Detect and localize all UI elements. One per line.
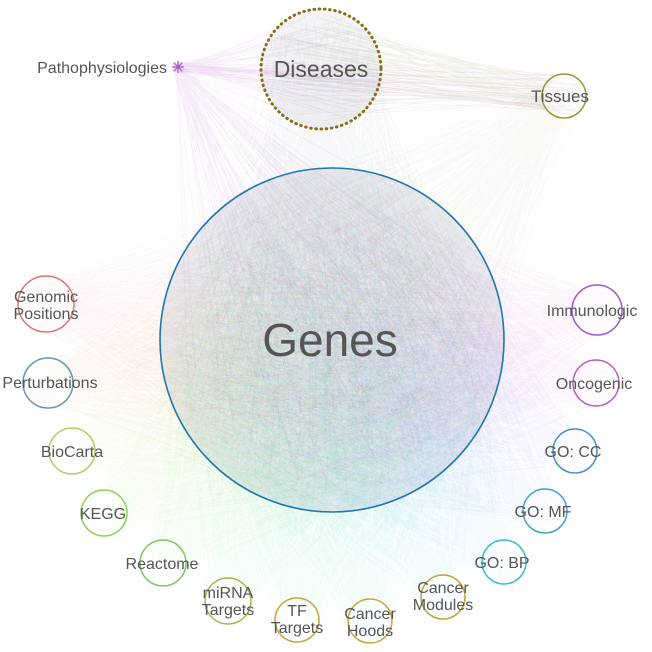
label-go_mf: GO: MF <box>515 504 572 521</box>
edge-bundle-pathophysiologies-diseases <box>173 16 378 120</box>
hub-fill-genes <box>160 168 504 512</box>
node-biocarta[interactable] <box>48 427 96 475</box>
node-immunologic[interactable] <box>571 284 623 336</box>
edge-bundle-immunologic-genes <box>171 185 621 506</box>
node-go_mf[interactable] <box>522 488 568 534</box>
biocarta-circle <box>48 427 96 475</box>
node-oncogenic[interactable] <box>572 359 620 407</box>
genomic_positions-circle <box>17 275 75 333</box>
edge-bundle-kegg-genes <box>82 183 489 535</box>
node-cancer_hoods[interactable] <box>347 598 393 644</box>
reactome-circle <box>139 539 187 587</box>
node-cancer_modules[interactable] <box>420 574 466 620</box>
label-kegg: KEGG <box>80 506 126 523</box>
label-diseases: Diseases <box>274 56 369 82</box>
edge-bundle-go_bp-genes <box>165 184 523 583</box>
edge-bundle-oncogenic-genes <box>171 177 617 497</box>
hub-fill-layer <box>160 9 504 512</box>
edge-bundle-mirna_targets-genes <box>175 184 498 623</box>
perturbations-circle <box>22 357 74 409</box>
node-go_bp[interactable] <box>481 539 527 585</box>
node-genomic_positions[interactable] <box>17 275 75 333</box>
label-tissues: Tissues <box>531 87 589 106</box>
node-mirna_targets[interactable] <box>204 577 252 625</box>
edge-layer <box>20 14 621 642</box>
node-diseases[interactable] <box>259 7 383 131</box>
go_bp-circle <box>481 539 527 585</box>
node-go_cc[interactable] <box>552 428 598 474</box>
edge-bundle-go_cc-genes <box>167 183 596 498</box>
label-reactome: Reactome <box>126 556 199 573</box>
oncogenic-circle <box>572 359 620 407</box>
diseases-dotted-circle-icon <box>259 7 383 131</box>
edge-bundle-pathophysiologies-genes <box>172 61 483 496</box>
edge-bundle-cancer_hoods-genes <box>174 179 494 642</box>
cancer_modules-circle <box>420 574 466 620</box>
go_mf-circle <box>522 488 568 534</box>
label-go_bp: GO: BP <box>474 555 529 572</box>
edge-bundle-biocarta-genes <box>50 180 479 502</box>
edge-bundle-go_mf-genes <box>169 185 565 531</box>
edge-bundle-cancer_modules-genes <box>170 181 496 617</box>
kegg-circle <box>80 489 128 537</box>
edge-bundle-diseases-tissues <box>265 14 584 122</box>
node-reactome[interactable] <box>139 539 187 587</box>
node-tissues[interactable] <box>541 73 587 119</box>
edge-bundle-tf_targets-genes <box>169 175 484 641</box>
label-immunologic: Immunologic <box>547 303 638 320</box>
edge-bundle-diseases-genes <box>171 14 499 507</box>
pathophysiologies-star-center-icon <box>176 65 180 69</box>
edge-bundle-genomic_positions-genes <box>20 176 495 501</box>
immunologic-circle <box>571 284 623 336</box>
label-genes: Genes <box>262 314 398 366</box>
node-pathophysiologies[interactable] <box>172 61 184 73</box>
edge-bundle-perturbations-genes <box>26 176 498 507</box>
genes-circle <box>159 167 505 513</box>
label-layer: Genes Diseases PathophysiologiesTissuesGen… <box>2 56 637 640</box>
label-biocarta: BioCarta <box>41 444 103 461</box>
tissues-circle <box>541 73 587 119</box>
node-tf_targets[interactable] <box>274 597 320 643</box>
cancer_hoods-circle <box>347 598 393 644</box>
node-layer <box>17 7 623 644</box>
label-go_cc: GO: CC <box>545 444 602 461</box>
node-perturbations[interactable] <box>22 357 74 409</box>
tf_targets-circle <box>274 597 320 643</box>
node-genes[interactable] <box>159 167 505 513</box>
label-perturbations: Perturbations <box>2 375 97 392</box>
edge-bundle-reactome-genes <box>143 179 495 584</box>
hub-fill-diseases <box>261 9 381 129</box>
node-kegg[interactable] <box>80 489 128 537</box>
label-oncogenic: Oncogenic <box>556 376 633 393</box>
label-pathophysiologies: Pathophysiologies <box>37 60 167 77</box>
go_cc-circle <box>552 428 598 474</box>
mirna_targets-circle <box>204 577 252 625</box>
